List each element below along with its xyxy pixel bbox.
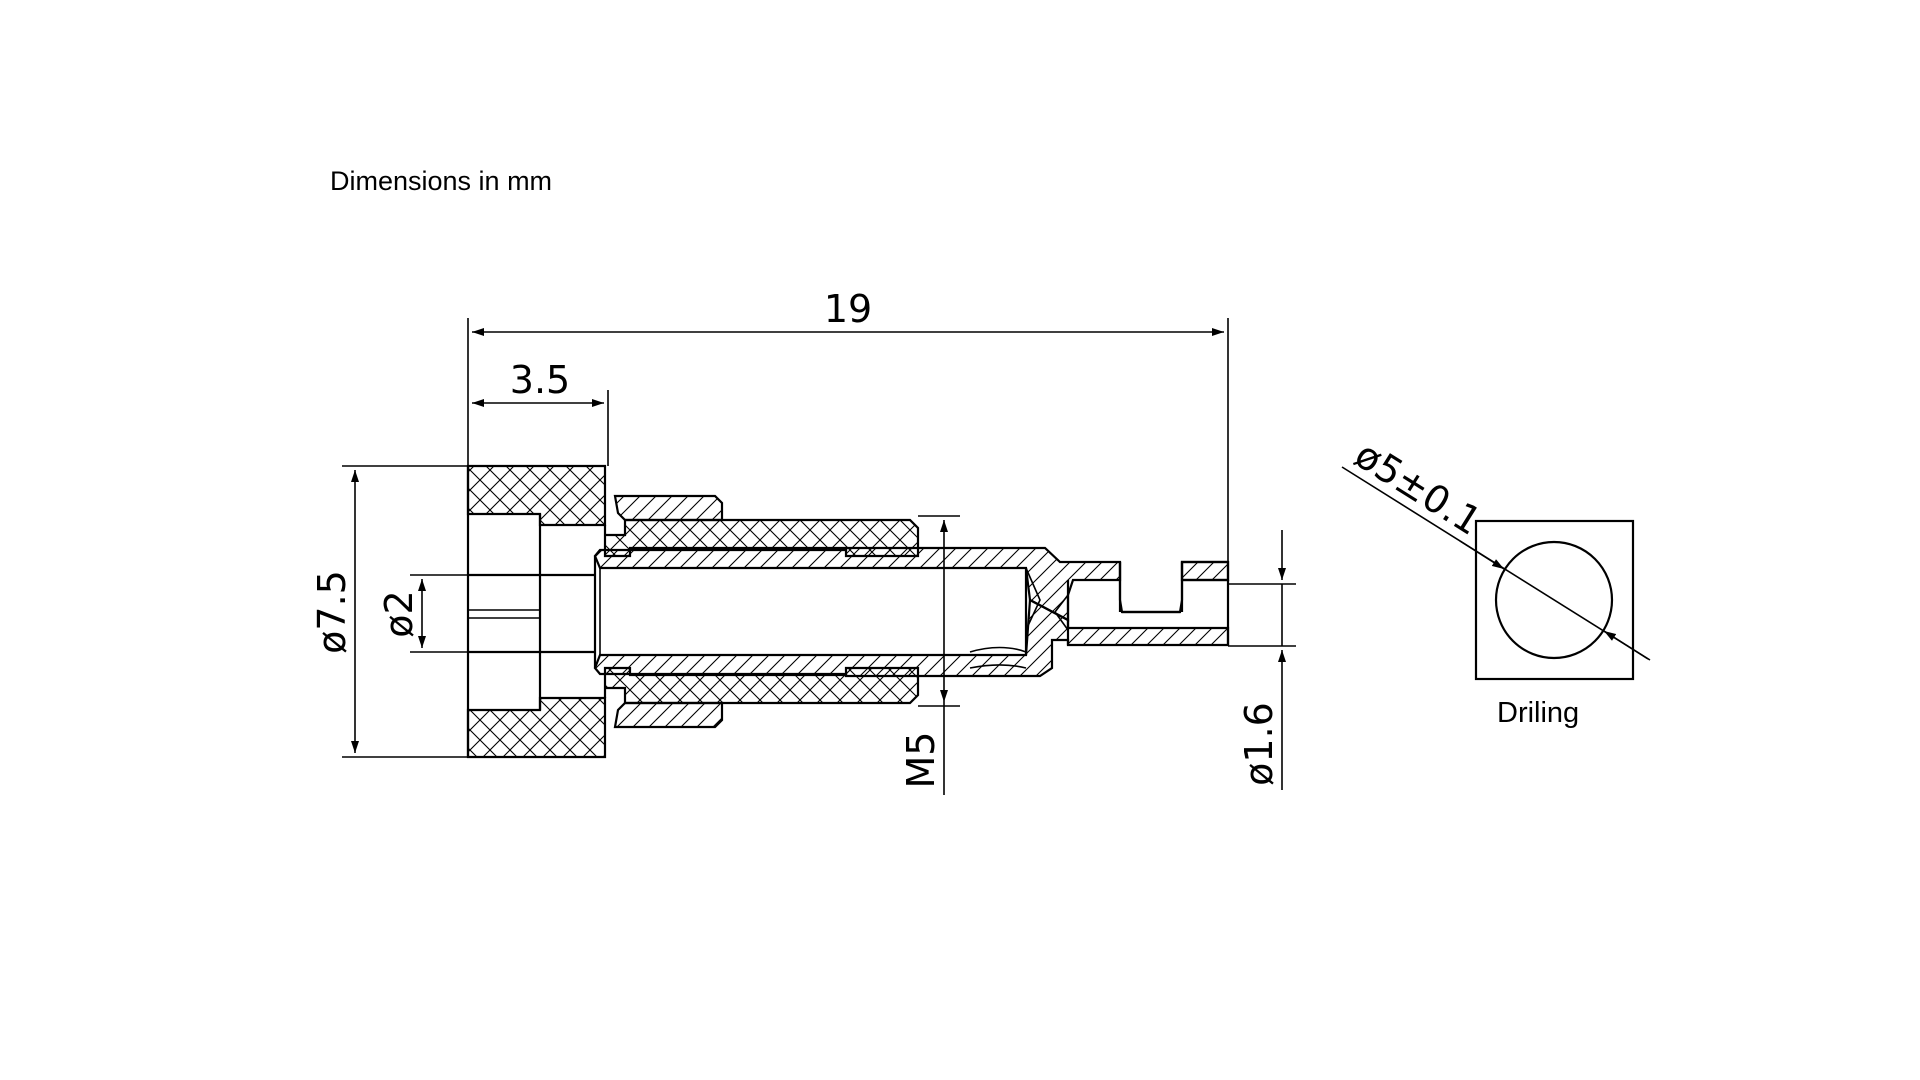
dimension-flange-diameter: ø7.5 [310,465,468,758]
insulator-flange-bottom [466,696,607,759]
dimension-overall-length-text: 19 [824,287,872,331]
solder-cup-wall [1180,560,1230,582]
drilling-diameter-text: ø5±0.1 [1347,432,1489,544]
part-section-view [466,464,1230,759]
nut-collar-bottom [613,701,724,729]
dimension-thread-text: M5 [899,732,943,789]
nut-collar-top [613,494,724,522]
dimension-pin-diameter: ø1.6 [1228,530,1296,790]
dimension-flange-length-text: 3.5 [510,358,570,402]
dimension-flange-diameter-text: ø7.5 [310,570,354,654]
dimension-bore-diameter: ø2 [377,574,468,653]
drilling-hole [1494,540,1614,660]
dimension-overall-length: 19 [467,287,1229,580]
drilling-detail: ø5±0.1 Driling [1341,432,1651,729]
units-note: Dimensions in mm [330,166,552,196]
dimension-thread: M5 [899,515,960,795]
dimension-bore-diameter-text: ø2 [377,590,421,637]
drilling-panel-outline [1474,519,1635,681]
dimension-pin-diameter-text: ø1.6 [1237,702,1281,786]
dimension-flange-length: 3.5 [472,358,609,466]
drilling-caption: Driling [1497,697,1579,729]
insulator-flange-top [466,464,607,527]
